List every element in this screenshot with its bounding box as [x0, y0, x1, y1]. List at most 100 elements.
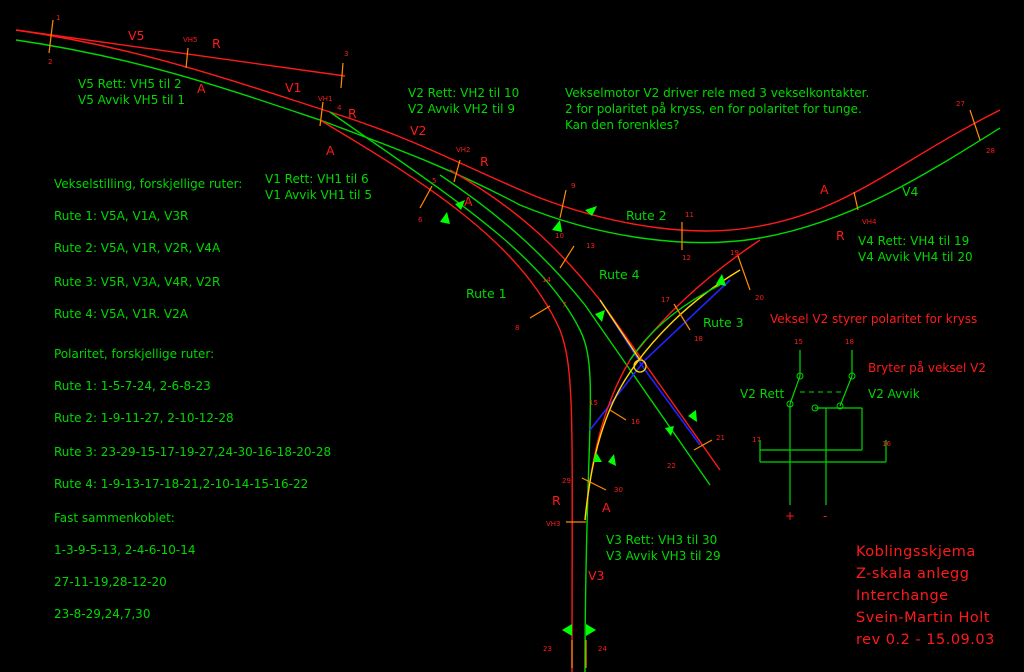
- svg-text:16: 16: [631, 418, 640, 426]
- rail-rute4-red: [449, 169, 721, 471]
- svg-text:1: 1: [56, 14, 60, 22]
- svg-text:4: 4: [337, 104, 342, 112]
- gap-numbers: 1 2 3 4 5 6 7 8 9 10 11 12 13 14 15 16 1…: [48, 14, 995, 653]
- label-vh3: VH3: [546, 520, 561, 528]
- svg-text:27: 27: [956, 100, 965, 108]
- svg-text:Rute 3: V5R, V3A, V4R, V2R: Rute 3: V5R, V3A, V4R, V2R: [54, 275, 220, 289]
- svg-text:Rute 1: V5A, V1A, V3R: Rute 1: V5A, V1A, V3R: [54, 209, 188, 223]
- label-v1-r: R: [348, 106, 357, 121]
- motor-note-1: Vekselmotor V2 driver rele med 3 vekselk…: [565, 86, 869, 100]
- v1-note-1: V1 Rett: VH1 til 6: [265, 172, 369, 186]
- svg-text:19: 19: [730, 249, 739, 257]
- svg-text:30: 30: [614, 486, 623, 494]
- svg-text:5: 5: [432, 177, 436, 185]
- minus-label: -: [823, 509, 827, 523]
- label-v4: V4: [902, 184, 919, 199]
- label-vh2: VH2: [456, 146, 471, 154]
- crossing-node: [633, 359, 647, 373]
- switch-wiring: [759, 350, 887, 505]
- svg-text:11: 11: [685, 211, 694, 219]
- svg-text:13: 13: [586, 242, 595, 250]
- motor-note-2: 2 for polaritet på kryss, en for polarit…: [565, 102, 862, 116]
- veksel-v2-note: Veksel V2 styrer polaritet for kryss: [770, 312, 977, 326]
- label-v3-r: R: [552, 493, 561, 508]
- svg-text:18: 18: [694, 335, 703, 343]
- label-v3: V3: [588, 568, 605, 583]
- svg-text:Interchange: Interchange: [856, 588, 949, 604]
- v5-note-2: V5 Avvik VH5 til 1: [78, 93, 185, 107]
- label-v2-a: A: [464, 194, 473, 209]
- v3-note-1: V3 Rett: VH3 til 30: [606, 533, 717, 547]
- svg-text:17: 17: [661, 296, 670, 304]
- label-vh1: VH1: [318, 95, 333, 103]
- svg-text:20: 20: [755, 294, 764, 302]
- svg-text:rev 0.2 - 15.09.03: rev 0.2 - 15.09.03: [856, 632, 995, 648]
- rail-rute4-green: [439, 174, 711, 486]
- label-vh5: VH5: [183, 36, 198, 44]
- v2-rett-label: V2 Rett: [740, 387, 785, 401]
- svg-text:23-8-29,24,7,30: 23-8-29,24,7,30: [54, 607, 150, 621]
- svg-text:15: 15: [794, 338, 803, 346]
- rail-main-red: [15, 29, 1001, 232]
- label-rute4: Rute 4: [599, 267, 640, 282]
- label-v4-a: A: [820, 182, 829, 197]
- svg-text:12: 12: [682, 254, 691, 262]
- svg-text:28: 28: [986, 147, 995, 155]
- svg-text:8: 8: [515, 324, 519, 332]
- svg-text:Z-skala anlegg: Z-skala anlegg: [856, 566, 969, 582]
- svg-text:22: 22: [667, 462, 676, 470]
- label-v1-a: A: [326, 143, 335, 158]
- rail-rute1-red: [319, 119, 573, 672]
- v4-note-1: V4 Rett: VH4 til 19: [858, 234, 969, 248]
- rail-rute3-red: [584, 239, 761, 521]
- label-v2: V2: [410, 123, 427, 138]
- svg-text:16: 16: [882, 440, 891, 448]
- heading-fixed: Fast sammenkoblet:: [54, 511, 175, 525]
- rail-rute3-green: [629, 284, 721, 361]
- svg-text:1-3-9-5-13, 2-4-6-10-14: 1-3-9-5-13, 2-4-6-10-14: [54, 543, 196, 557]
- rail-v5-spur: [15, 29, 346, 77]
- svg-text:7: 7: [562, 301, 566, 309]
- svg-text:Rute 2: 1-9-11-27, 2-10-12-28: Rute 2: 1-9-11-27, 2-10-12-28: [54, 411, 234, 425]
- v2-note-1: V2 Rett: VH2 til 10: [408, 86, 519, 100]
- v1-note-2: V1 Avvik VH1 til 5: [265, 188, 372, 202]
- svg-text:Rute 4: 1-9-13-17-18-21,2-10-1: Rute 4: 1-9-13-17-18-21,2-10-14-15-16-22: [54, 477, 308, 491]
- label-v1: V1: [285, 80, 302, 95]
- v5-note-1: V5 Rett: VH5 til 2: [78, 77, 182, 91]
- rail-rute3-yellow: [584, 269, 741, 521]
- svg-text:2: 2: [48, 58, 52, 66]
- label-v5-a: A: [197, 81, 206, 96]
- rail-rute4-yellow: [599, 299, 641, 361]
- v4-note-2: V4 Avvik VH4 til 20: [858, 250, 973, 264]
- title-block: Koblingsskjema Z-skala anlegg Interchang…: [856, 544, 995, 648]
- heading-polarity: Polaritet, forskjellige ruter:: [54, 347, 214, 361]
- heading-positions: Vekselstilling, forskjellige ruter:: [54, 177, 242, 191]
- svg-text:Svein-Martin Holt: Svein-Martin Holt: [856, 610, 990, 626]
- v3-note-2: V3 Avvik VH3 til 29: [606, 549, 721, 563]
- svg-text:Rute 2: V5A, V1R, V2R, V4A: Rute 2: V5A, V1R, V2R, V4A: [54, 241, 221, 255]
- label-v5: V5: [128, 28, 145, 43]
- label-v3-a: A: [602, 500, 611, 515]
- svg-text:15: 15: [589, 399, 598, 407]
- motor-note-3: Kan den forenkles?: [565, 118, 679, 132]
- svg-text:14: 14: [542, 276, 551, 284]
- svg-text:29: 29: [562, 477, 571, 485]
- svg-text:23: 23: [543, 645, 552, 653]
- left-panel: Vekselstilling, forskjellige ruter: Rute…: [54, 177, 331, 621]
- svg-text:Rute 1: 1-5-7-24, 2-6-8-23: Rute 1: 1-5-7-24, 2-6-8-23: [54, 379, 211, 393]
- svg-text:3: 3: [344, 50, 348, 58]
- svg-text:6: 6: [418, 216, 423, 224]
- svg-text:17: 17: [752, 436, 761, 444]
- svg-text:Rute 3: 23-29-15-17-19-27,24-3: Rute 3: 23-29-15-17-19-27,24-30-16-18-20…: [54, 445, 331, 459]
- label-v2-r: R: [480, 154, 489, 169]
- label-v4-r: R: [836, 228, 845, 243]
- isolation-gaps: [48, 19, 981, 668]
- svg-text:Rute 4: V5A, V1R. V2A: Rute 4: V5A, V1R. V2A: [54, 307, 189, 321]
- svg-text:9: 9: [571, 182, 575, 190]
- svg-text:21: 21: [716, 434, 725, 442]
- label-rute1: Rute 1: [466, 286, 507, 301]
- svg-text:18: 18: [845, 338, 854, 346]
- label-rute3: Rute 3: [703, 315, 744, 330]
- bryter-label: Bryter på veksel V2: [868, 361, 986, 375]
